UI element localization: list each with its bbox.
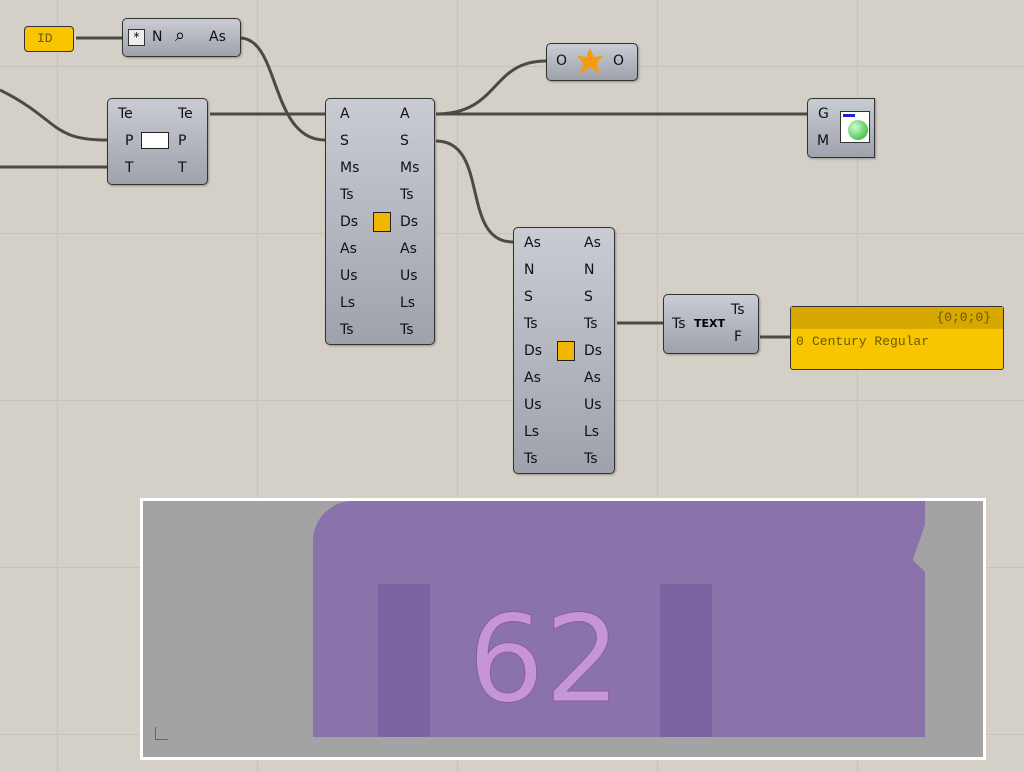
input-n[interactable]: N [152,29,163,45]
deconstruct-icon [557,341,575,361]
input-ts[interactable]: Ts [340,187,354,203]
text-icon: TEXT [694,317,726,330]
output-ls[interactable]: Ls [584,424,600,440]
input-ls[interactable]: Ls [524,424,540,440]
output-s[interactable]: S [584,289,593,305]
output-us[interactable]: Us [584,397,602,413]
output-ts[interactable]: Ts [584,451,598,467]
input-n[interactable]: N [524,262,535,278]
output-o[interactable]: O [613,53,625,69]
output-f[interactable]: F [734,329,743,345]
output-a[interactable]: A [400,106,410,122]
rhino-viewport[interactable]: 62 [140,498,986,760]
output-ts[interactable]: Ts [584,316,598,332]
input-s[interactable]: S [524,289,533,305]
input-ts[interactable]: Ts [340,322,354,338]
input-a[interactable]: A [340,106,350,122]
attribute-node[interactable]: * N ⌕ As [122,18,241,57]
star-icon: * [128,29,145,46]
output-ds[interactable]: Ds [400,214,419,230]
output-ts[interactable]: Ts [400,187,414,203]
input-t[interactable]: T [125,160,134,176]
panel-path: {0;0;0} [791,307,1003,329]
output-ds[interactable]: Ds [584,343,603,359]
output-ts[interactable]: Ts [731,302,745,318]
input-as[interactable]: As [524,235,541,251]
output-as[interactable]: As [400,241,417,257]
deconstruct-icon [373,212,391,232]
text-entity-node[interactable]: Te Te P P T T [107,98,208,185]
input-us[interactable]: Us [524,397,542,413]
output-n[interactable]: N [584,262,595,278]
input-ts[interactable]: Ts [524,451,538,467]
axis-icon [155,727,168,740]
input-s[interactable]: S [340,133,349,149]
preview-node[interactable]: G M [807,98,875,158]
input-ls[interactable]: Ls [340,295,356,311]
text-font-node[interactable]: Ts TEXT Ts F [663,294,759,354]
input-m[interactable]: M [817,133,830,149]
object-node[interactable]: O O [546,43,638,81]
input-p[interactable]: P [125,133,134,149]
output-as[interactable]: As [584,370,601,386]
text-box-icon [141,132,169,149]
id-panel-text: ID [37,31,53,46]
engraved-number: 62 [468,591,622,731]
input-ts[interactable]: Ts [524,316,538,332]
explode-icon [577,48,603,74]
input-ts[interactable]: Ts [672,316,686,332]
output-s[interactable]: S [400,133,409,149]
id-panel[interactable]: ID [24,26,74,52]
input-as[interactable]: As [340,241,357,257]
panel-value: Century Regular [812,334,930,349]
panel-index: 0 [796,334,804,349]
output-ls[interactable]: Ls [400,295,416,311]
input-as[interactable]: As [524,370,541,386]
slot-left [378,584,430,737]
output-panel[interactable]: {0;0;0} 0 Century Regular [790,306,1004,370]
output-as[interactable]: As [209,29,226,45]
input-ms[interactable]: Ms [340,160,360,176]
input-o[interactable]: O [556,53,568,69]
output-ts[interactable]: Ts [400,322,414,338]
output-t[interactable]: T [178,160,187,176]
output-us[interactable]: Us [400,268,418,284]
input-ds[interactable]: Ds [340,214,359,230]
input-ds[interactable]: Ds [524,343,543,359]
preview-sphere-icon [840,111,870,143]
input-us[interactable]: Us [340,268,358,284]
slot-right [660,584,712,737]
output-as[interactable]: As [584,235,601,251]
search-attribute-icon: ⌕ [175,25,186,46]
input-g[interactable]: G [818,106,829,122]
output-ms[interactable]: Ms [400,160,420,176]
output-te[interactable]: Te [178,106,193,122]
input-te[interactable]: Te [118,106,133,122]
output-p[interactable]: P [178,133,187,149]
